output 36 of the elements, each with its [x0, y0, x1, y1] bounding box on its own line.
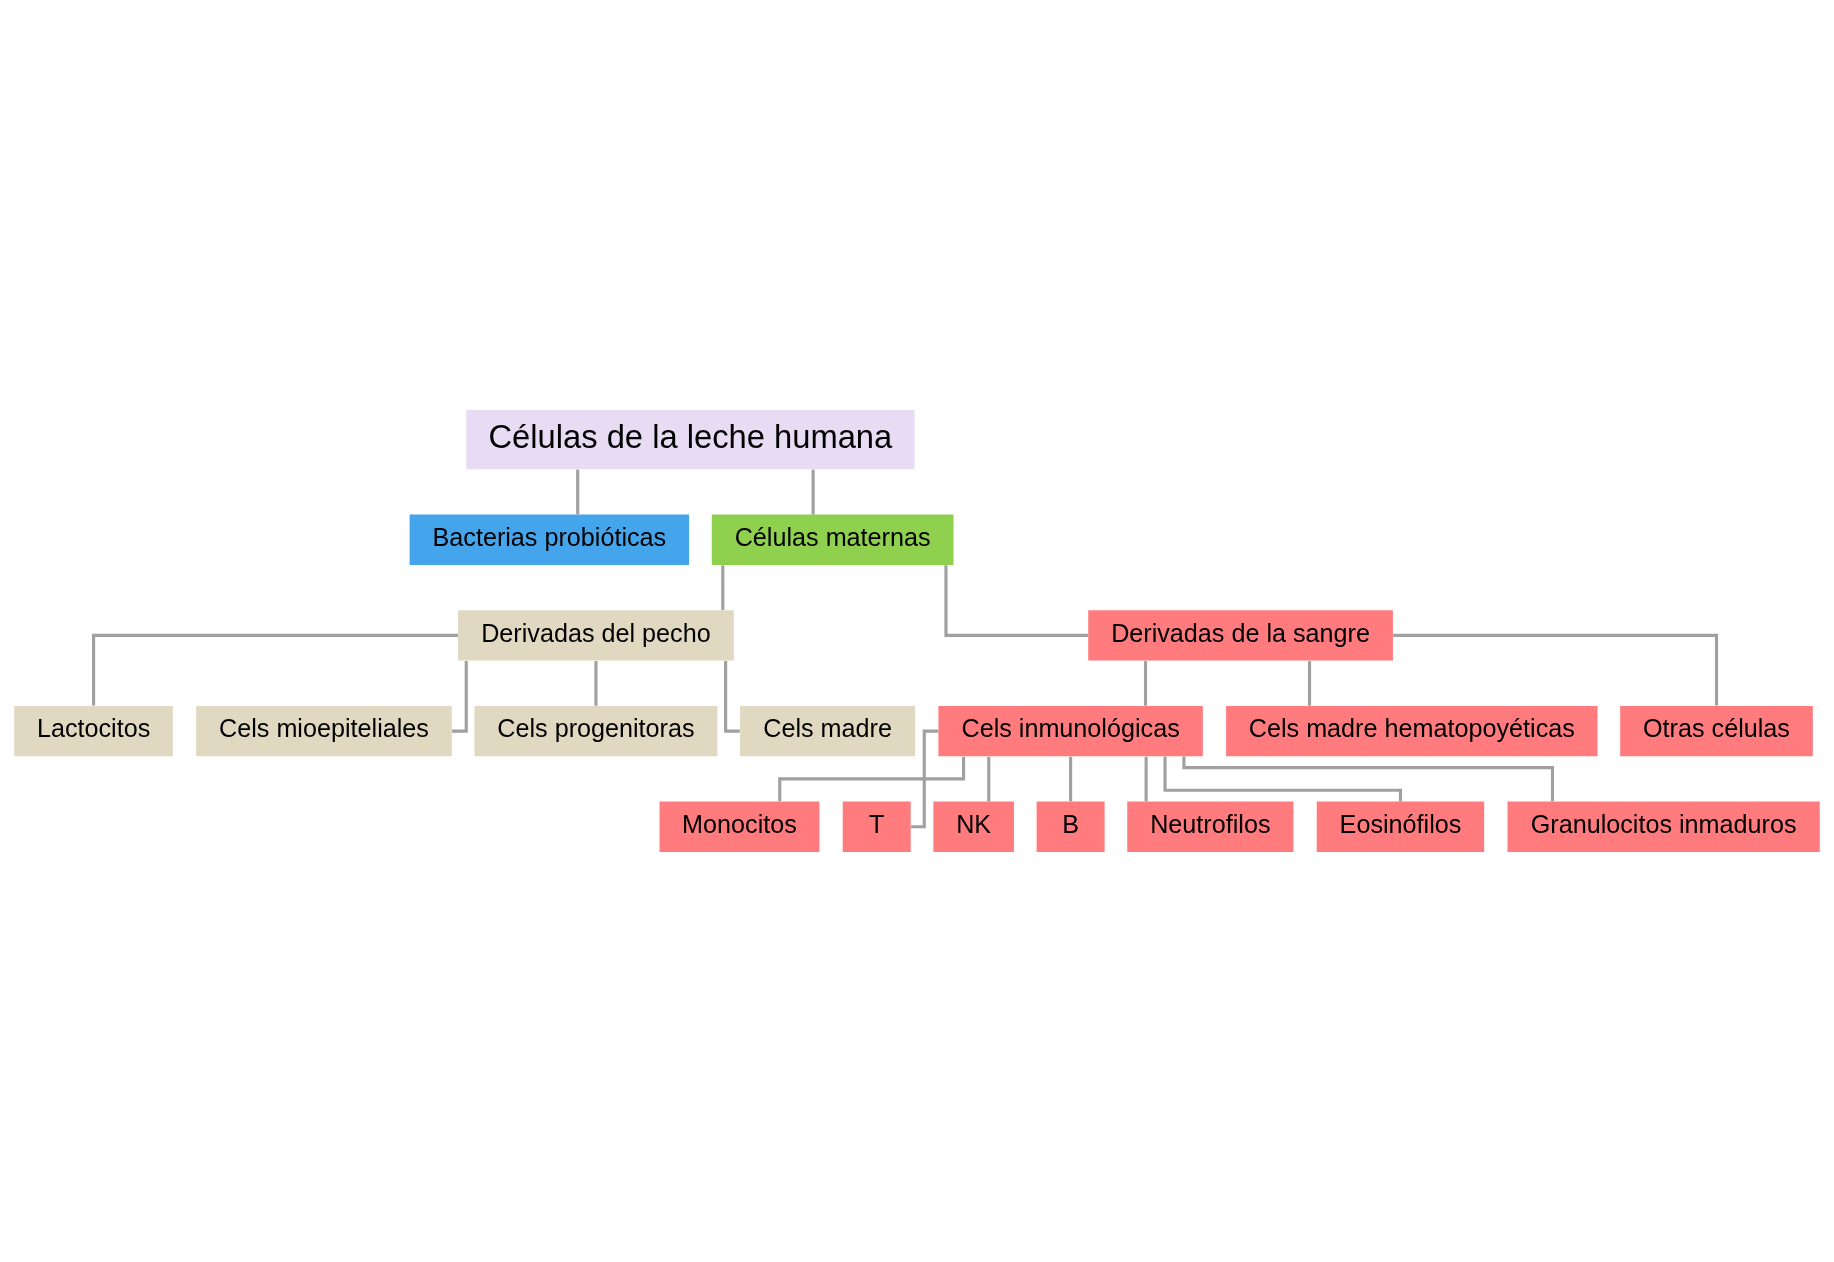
node-box: B: [1036, 801, 1105, 852]
connector: [1144, 756, 1148, 802]
node-box: Lactocitos: [14, 705, 173, 757]
node-box: Granulocitos inmaduros: [1507, 801, 1820, 852]
node-box: T: [842, 801, 911, 852]
node-box: Derivadas de la sangre: [1088, 610, 1393, 661]
node-box: Neutrofilos: [1127, 801, 1294, 852]
node-box: Células de la leche humana: [466, 410, 915, 470]
node-box: Otras células: [1620, 705, 1813, 757]
connector: [944, 565, 1089, 637]
connector: [576, 469, 580, 515]
connector: [721, 565, 725, 610]
connector: [594, 661, 598, 706]
connector: [724, 661, 740, 733]
node-box: Células maternas: [711, 514, 954, 565]
node-box: Cels madre: [740, 705, 916, 757]
connector: [910, 729, 939, 829]
connector: [1393, 633, 1719, 706]
connector: [1163, 756, 1403, 802]
connector: [1143, 661, 1148, 706]
connector: [92, 633, 458, 706]
node-box: Cels mioepiteliales: [196, 705, 452, 757]
connector: [811, 469, 815, 515]
node-box: Derivadas del pecho: [458, 610, 734, 661]
connector: [1307, 661, 1312, 706]
node-box: Cels madre hematopoyéticas: [1226, 705, 1598, 757]
node-box: Monocitos: [659, 801, 820, 852]
node-box: Cels inmunológicas: [938, 705, 1203, 757]
connector: [1182, 756, 1555, 802]
node-box: NK: [933, 801, 1014, 852]
node-box: Bacterias probióticas: [409, 514, 690, 565]
node-box: Cels progenitoras: [474, 705, 718, 757]
node-box: Eosinófilos: [1316, 801, 1485, 852]
connector: [452, 661, 468, 733]
connector: [1069, 756, 1073, 802]
connector: [987, 756, 991, 802]
